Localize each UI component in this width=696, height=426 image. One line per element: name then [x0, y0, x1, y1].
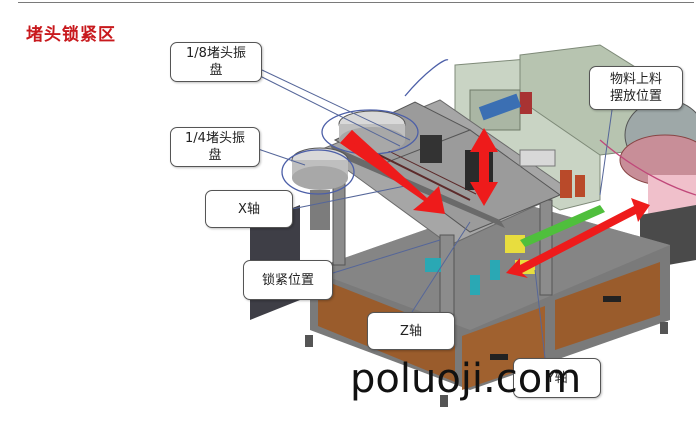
page-title: 堵头锁紧区: [26, 25, 116, 45]
label-x-axis: X轴: [205, 190, 293, 228]
label-z-axis: Z轴: [367, 312, 455, 350]
label-lock-position: 锁紧位置: [243, 260, 333, 300]
label-y-axis: Y轴: [513, 358, 601, 398]
label-1-4-feeder: 1/4堵头振 盘: [170, 127, 260, 167]
z-axis-arrow: [470, 128, 498, 206]
x-axis-arrow: [340, 130, 445, 214]
site-watermark: poluoji.com: [350, 356, 582, 402]
label-material-loading: 物料上料 摆放位置: [589, 66, 683, 110]
label-1-8-feeder: 1/8堵头振 盘: [170, 42, 262, 82]
y-axis-arrow: [506, 198, 650, 278]
top-rule: [18, 2, 694, 3]
